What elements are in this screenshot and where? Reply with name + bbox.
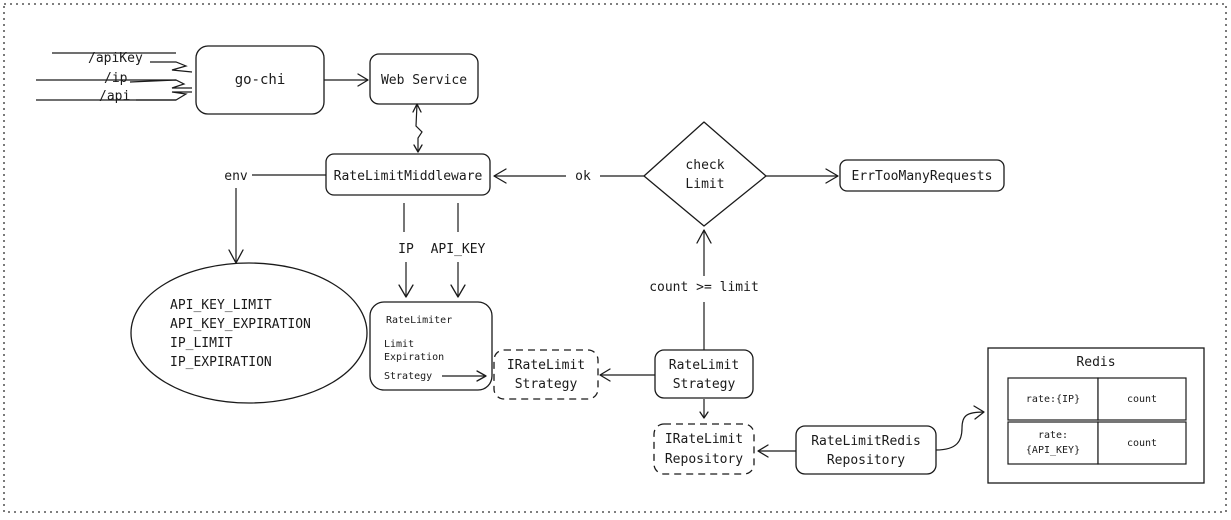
edge-check-err: [766, 168, 839, 184]
env-var-api-key-expiration: API_KEY_EXPIRATION: [170, 317, 311, 332]
edge-middleware-ratelimiter-ip: IP: [398, 203, 414, 298]
diagram-frame: [3, 3, 1227, 513]
err-label: ErrTooManyRequests: [852, 169, 993, 184]
env-var-ip-limit: IP_LIMIT: [170, 336, 233, 351]
redis-repository-label-1: RateLimitRedis: [811, 434, 921, 449]
edge-ok-label: ok: [575, 169, 591, 184]
edge-strategy-check-limit: count >= limit: [649, 229, 759, 350]
edge-ip-label: IP: [398, 242, 414, 257]
check-limit-label-1: check: [685, 158, 724, 173]
rate-limiter-field-expiration: Expiration: [384, 352, 444, 363]
edge-middleware-env: env: [224, 169, 326, 264]
i-repository-label-2: Repository: [665, 452, 743, 467]
redis-title: Redis: [1076, 355, 1115, 370]
i-repository-label-1: IRateLimit: [665, 432, 743, 447]
node-rate-limit-redis-repository: RateLimitRedis Repository: [795, 425, 937, 475]
node-env-vars: API_KEY_LIMIT API_KEY_EXPIRATION IP_LIMI…: [130, 262, 368, 404]
input-route-api: /api: [36, 89, 192, 104]
node-go-chi-label: go-chi: [235, 72, 286, 88]
env-var-ip-expiration: IP_EXPIRATION: [170, 355, 272, 370]
edge-api-key-label: API_KEY: [431, 242, 486, 257]
edge-env-label: env: [224, 169, 248, 184]
node-web-service: Web Service: [369, 53, 479, 105]
i-strategy-label-1: IRateLimit: [507, 358, 585, 373]
redis-row-api-key: rate: {API_KEY} count: [1007, 421, 1187, 465]
node-i-rate-limit-strategy: IRateLimit Strategy: [493, 349, 599, 400]
edge-gochi-webservice: [324, 73, 369, 87]
redis-key-api-key-2: {API_KEY}: [1026, 445, 1080, 456]
node-check-limit: check Limit: [643, 121, 767, 227]
i-strategy-label-2: Strategy: [515, 377, 578, 392]
edge-redisrepo-irepository: [757, 444, 796, 458]
node-rate-limiter: RateLimiter Limit Expiration Strategy: [369, 301, 493, 391]
input-route-apikey: /apiKey: [52, 51, 193, 73]
strategy-label-1: RateLimit: [669, 358, 739, 373]
rate-limiter-field-limit: Limit: [384, 339, 414, 350]
route-label-api: /api: [99, 89, 130, 104]
node-rate-limit-strategy: RateLimit Strategy: [654, 349, 754, 399]
check-limit-label-2: Limit: [685, 177, 724, 192]
route-label-ip: /ip: [104, 71, 128, 86]
node-redis: Redis rate:{IP} count rate: {API_KEY} co…: [987, 347, 1205, 484]
node-i-rate-limit-repository: IRateLimit Repository: [653, 423, 755, 475]
redis-repository-label-2: Repository: [827, 453, 905, 468]
rate-limiter-field-strategy: Strategy: [384, 371, 432, 382]
redis-value-api-key: count: [1127, 438, 1157, 449]
node-web-service-label: Web Service: [381, 73, 467, 88]
redis-value-ip: count: [1127, 394, 1157, 405]
edge-strategy-irepository: [699, 399, 709, 419]
redis-key-ip: rate:{IP}: [1026, 394, 1080, 405]
node-middleware-label: RateLimitMiddleware: [334, 169, 483, 184]
edge-redisrepo-redis: [935, 405, 985, 451]
redis-key-api-key-1: rate:: [1038, 430, 1068, 441]
edge-count-limit-label: count >= limit: [649, 280, 759, 295]
env-var-api-key-limit: API_KEY_LIMIT: [170, 298, 272, 313]
strategy-label-2: Strategy: [673, 377, 736, 392]
node-err-too-many-requests: ErrTooManyRequests: [839, 159, 1005, 192]
rate-limiter-title: RateLimiter: [386, 315, 452, 326]
input-route-ip: /ip: [36, 71, 192, 89]
node-go-chi: go-chi: [195, 45, 325, 115]
edge-check-middleware-ok: ok: [493, 168, 644, 184]
node-rate-limit-middleware: RateLimitMiddleware: [325, 153, 491, 196]
edge-strategy-istrategy: [599, 368, 655, 382]
redis-row-ip: rate:{IP} count: [1007, 377, 1187, 421]
route-label-apikey: /apiKey: [88, 51, 143, 66]
edge-middleware-ratelimiter-apikey: API_KEY: [431, 203, 486, 298]
edge-webservice-middleware: [412, 103, 423, 153]
